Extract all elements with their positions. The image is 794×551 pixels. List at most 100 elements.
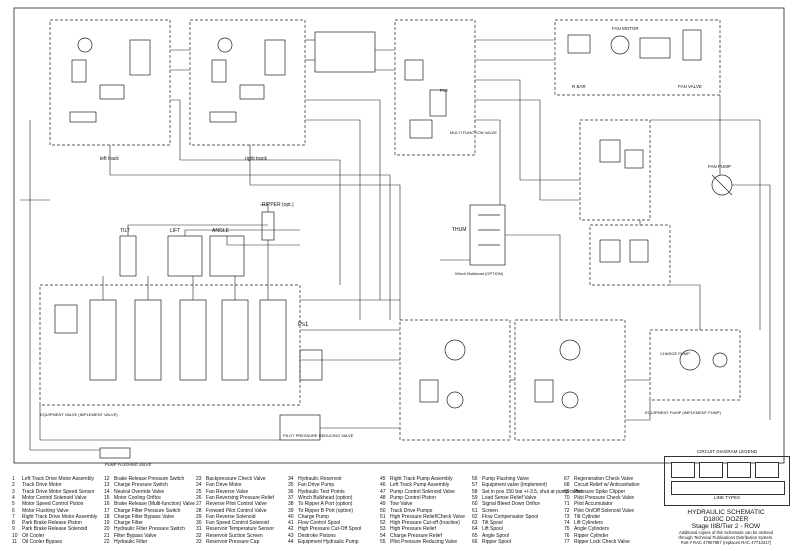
- left-track-motor-assembly: [49, 19, 171, 146]
- legend-item: 47 Pump Control Solenoid Valve: [380, 489, 455, 496]
- legend-item-text: Tilt Spool: [482, 520, 503, 527]
- legend-item-number: 45: [380, 476, 386, 482]
- legend-symbol: [727, 462, 751, 478]
- legend-item-text: Reservoir Temperature Sensor: [206, 526, 274, 533]
- legend-item-text: High Pressure Relief/Check Valve: [390, 513, 465, 520]
- legend-item-text: Charge Filter Bypass Valve: [114, 513, 175, 520]
- multi-function-valve-label: MULTI FUNCTION VALVE: [450, 130, 497, 135]
- equipment-valve-label: EQUIPMENT VALVE (IMPLEMENT VALVE): [40, 412, 118, 417]
- legend-item: 6 Motor Flushing Valve: [12, 508, 69, 515]
- multi-function-valve: [394, 19, 476, 156]
- legend-item-text: Forward Pilot Control Valve: [206, 507, 267, 514]
- legend-item-number: 69: [564, 488, 570, 495]
- legend-item-text: Ripper Spool: [482, 539, 511, 545]
- angle-label: ANGLE: [212, 228, 230, 234]
- legend-item-text: Motor Control Solenoid Valve: [22, 494, 87, 501]
- legend-item-number: 28: [196, 507, 202, 514]
- legend-item-number: 47: [380, 488, 386, 495]
- legend-item-text: Lift Spool: [482, 526, 503, 533]
- legend-item-text: Filter Bypass Valve: [114, 532, 157, 539]
- title-line-2: D180C DOZER: [703, 516, 749, 523]
- legend-item-number: 32: [196, 532, 202, 539]
- legend-item-number: 70: [564, 494, 570, 501]
- legend-item-text: Right Track Drive Motor Assembly: [22, 513, 98, 520]
- legend-item-number: 21: [104, 532, 110, 539]
- lift-label: LIFT: [170, 228, 180, 234]
- legend-item-text: Flow Compensator Spool: [482, 513, 539, 520]
- legend-item-text: Brake Release Pressure Switch: [114, 476, 185, 482]
- legend-item-number: 14: [104, 488, 110, 495]
- legend-item-text: Charge Filter: [114, 520, 143, 527]
- tilt-label: TILT: [120, 228, 130, 234]
- legend-item-number: 41: [288, 520, 294, 527]
- legend-item-number: 75: [564, 526, 570, 533]
- legend-item-text: Backpressure Check Valve: [206, 476, 266, 482]
- title-line-3: Stage IIIB/Tier 2 - ROW: [691, 523, 761, 530]
- legend-item-number: 73: [564, 513, 570, 520]
- legend-item-text: Pump Control Solenoid Valve: [390, 488, 455, 495]
- legend-item-number: 48: [380, 494, 386, 501]
- tilt-cylinder: [119, 235, 137, 277]
- legend-symbol: [671, 462, 695, 478]
- legend-item-text: Fan Reverse Solenoid: [206, 513, 256, 520]
- legend-item-number: 43: [288, 532, 294, 539]
- legend-item-text: Fan Reversing Pressure Relief: [206, 494, 275, 501]
- legend-item-number: 23: [196, 476, 202, 482]
- legend-item-text: Left Track Drive Motor Assembly: [22, 476, 94, 482]
- pilot-pressure-reducing-valve-label: PILOT PRESSURE REDUCING VALVE: [283, 433, 354, 438]
- ps2-label: Ps2: [440, 88, 448, 93]
- legend-item-text: Load Sense Relief Valve: [482, 494, 537, 501]
- pilot-pressure-reducing-valve: [279, 414, 321, 441]
- legend-item-number: 3: [12, 488, 15, 495]
- legend-item-number: 66: [472, 539, 478, 545]
- legend-item-text: Hydraulic Filter Pressure Switch: [114, 526, 185, 533]
- charge-pump-label: CHARGE PUMP: [660, 351, 690, 356]
- legend-item-number: 42: [288, 526, 294, 533]
- legend-item-number: 13: [104, 482, 110, 489]
- legend-item-number: 38: [288, 501, 294, 508]
- legend-item-number: 35: [288, 482, 294, 489]
- legend-item-text: Pilot Pressure Reducing Valve: [390, 539, 458, 545]
- legend-item-number: 6: [12, 507, 15, 514]
- circuit-legend-title: CIRCUIT DIAGRAM LEGEND: [696, 449, 758, 454]
- legend-item-text: Lift Cylinders: [574, 520, 603, 527]
- legend-item-text: Brake Release (Multi-function) Valve: [114, 501, 195, 508]
- legend-item-number: 25: [196, 488, 202, 495]
- legend-item-number: 56: [472, 476, 478, 482]
- legend-item-text: Track Drive Pumps: [390, 507, 433, 514]
- title-line-1: HYDRAULIC SCHEMATIC: [687, 509, 765, 516]
- legend-item-text: Motor Flushing Valve: [22, 507, 69, 514]
- fan-valve: [554, 19, 721, 96]
- legend-item-text: Pilot Pressure Check Valve: [574, 494, 635, 501]
- legend-item-text: Left Track Pump Assembly: [390, 482, 450, 489]
- legend-item-text: Charge Pressure Relief: [390, 532, 442, 539]
- legend-item-number: 61: [472, 507, 478, 514]
- legend-item-text: Signal Bleed Down Orifice: [482, 501, 541, 508]
- legend-item-text: Charge Filter Pressure Switch: [114, 507, 181, 514]
- legend-item-number: 8: [12, 520, 15, 527]
